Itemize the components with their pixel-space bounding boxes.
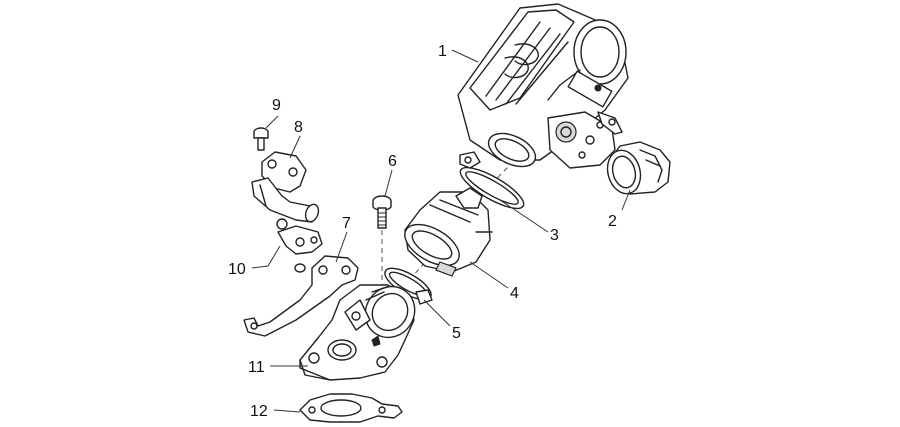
leader-5 <box>423 299 451 327</box>
leader-10 <box>251 245 281 269</box>
callout-9: 9 <box>272 97 281 114</box>
leader-1 <box>451 49 479 63</box>
callout-1: 1 <box>438 43 447 60</box>
callout-7: 7 <box>342 215 351 232</box>
leader-12 <box>273 409 301 413</box>
leader-9 <box>265 115 279 129</box>
part-2-connector <box>606 141 671 195</box>
part-6-bolt <box>372 195 392 229</box>
callout-10: 10 <box>228 261 246 278</box>
part-12-gasket <box>299 393 403 423</box>
callout-11: 11 <box>248 359 265 376</box>
callout-8: 8 <box>294 119 303 136</box>
leader-6 <box>384 169 393 197</box>
callout-5: 5 <box>452 325 461 342</box>
part-9-screw <box>253 127 269 151</box>
part-10-injector <box>276 218 323 273</box>
leader-7 <box>335 231 348 263</box>
part-3-clamp-ring <box>459 151 525 210</box>
callout-4: 4 <box>510 285 519 302</box>
part-4-intake-adapter <box>404 187 493 277</box>
part-11-intake-manifold <box>299 284 416 381</box>
leader-4 <box>469 261 509 289</box>
leader-2 <box>621 189 631 211</box>
callout-2: 2 <box>608 213 617 230</box>
part-1-throttle-body <box>457 3 629 169</box>
leader-3 <box>499 199 549 233</box>
part-7-bracket <box>243 255 359 337</box>
part-8-injector-holder <box>251 151 320 223</box>
part-5-hose-clamp <box>384 267 433 305</box>
callout-12: 12 <box>250 403 268 420</box>
callout-6: 6 <box>388 153 397 170</box>
callout-3: 3 <box>550 227 559 244</box>
leader-8 <box>289 135 301 159</box>
